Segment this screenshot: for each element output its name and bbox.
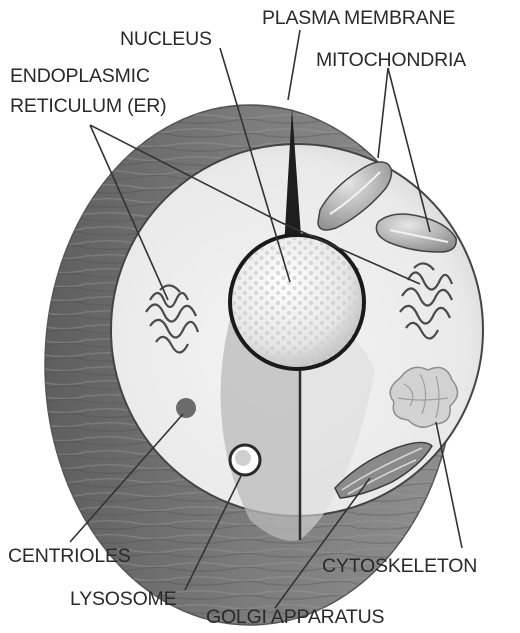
label-mitochondria: MITOCHONDRIA [316,49,466,71]
lysosome [230,445,260,475]
centriole [176,398,196,418]
label-er-line1: ENDOPLASMIC [10,65,150,87]
nucleus [228,233,366,371]
label-cytoskeleton: CYTOSKELETON [322,555,477,577]
label-lysosome: LYSOSOME [70,588,177,610]
label-nucleus: NUCLEUS [120,28,212,50]
label-centrioles: CENTRIOLES [8,545,131,567]
label-plasma-membrane: PLASMA MEMBRANE [262,7,455,29]
label-golgi-apparatus: GOLGI APPARATUS [206,606,385,628]
label-er-line2: RETICULUM (ER) [10,95,166,117]
